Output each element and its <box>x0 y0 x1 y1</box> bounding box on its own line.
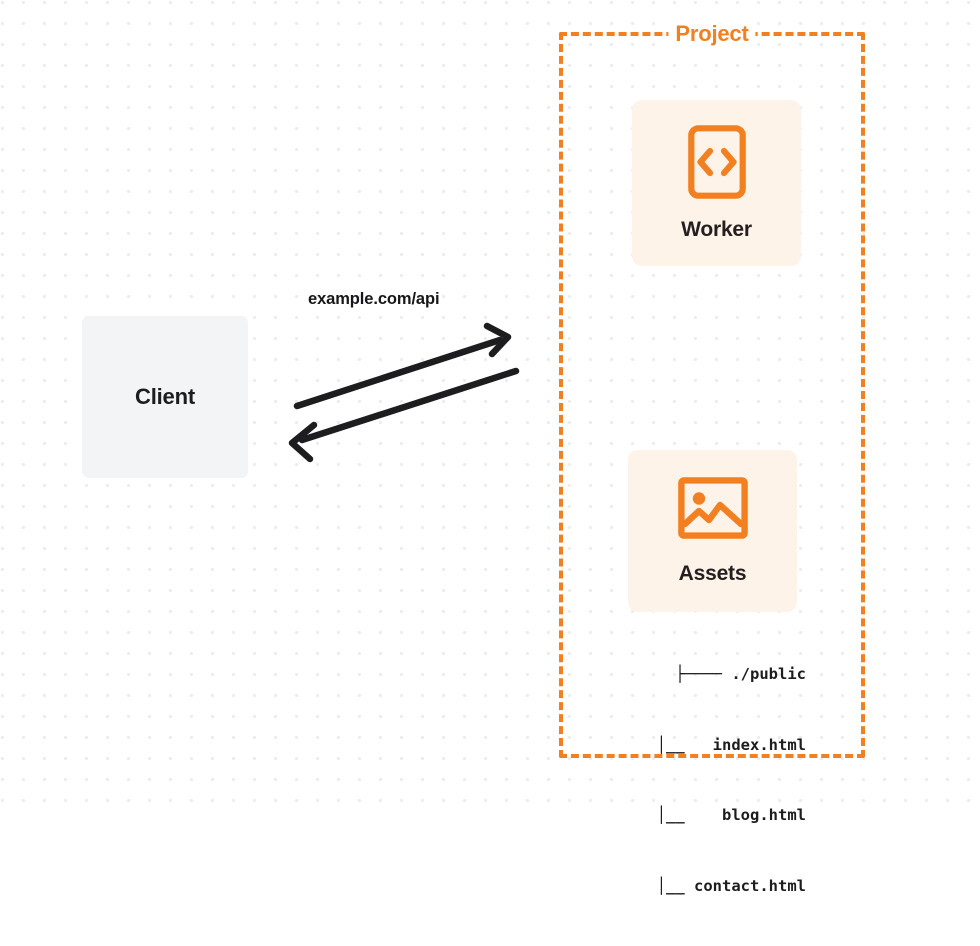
project-container: Project <box>559 21 865 758</box>
client-node: Client <box>82 316 248 478</box>
file-tree-row: │__ index.html <box>656 735 806 754</box>
client-label: Client <box>135 384 195 409</box>
assets-card[interactable]: Assets <box>628 450 797 612</box>
file-tree-row: │__ contact.html <box>656 877 806 896</box>
response-arrow <box>288 367 520 463</box>
diagram-canvas: Client example.com/api Project Worker <box>0 0 980 895</box>
request-arrow <box>293 322 512 410</box>
file-tree-row: │__ blog.html <box>656 806 806 825</box>
assets-card-label: Assets <box>678 561 747 585</box>
image-icon <box>677 476 748 544</box>
project-title: Project <box>668 21 756 47</box>
code-brackets-icon <box>687 124 746 204</box>
assets-file-tree: ├──── ./public │__ index.html │__ blog.h… <box>606 616 806 946</box>
file-tree-row: ├──── ./public <box>675 665 806 684</box>
connection-label: example.com/api <box>308 290 440 308</box>
worker-card-label: Worker <box>681 217 752 241</box>
worker-card[interactable]: Worker <box>632 100 801 266</box>
